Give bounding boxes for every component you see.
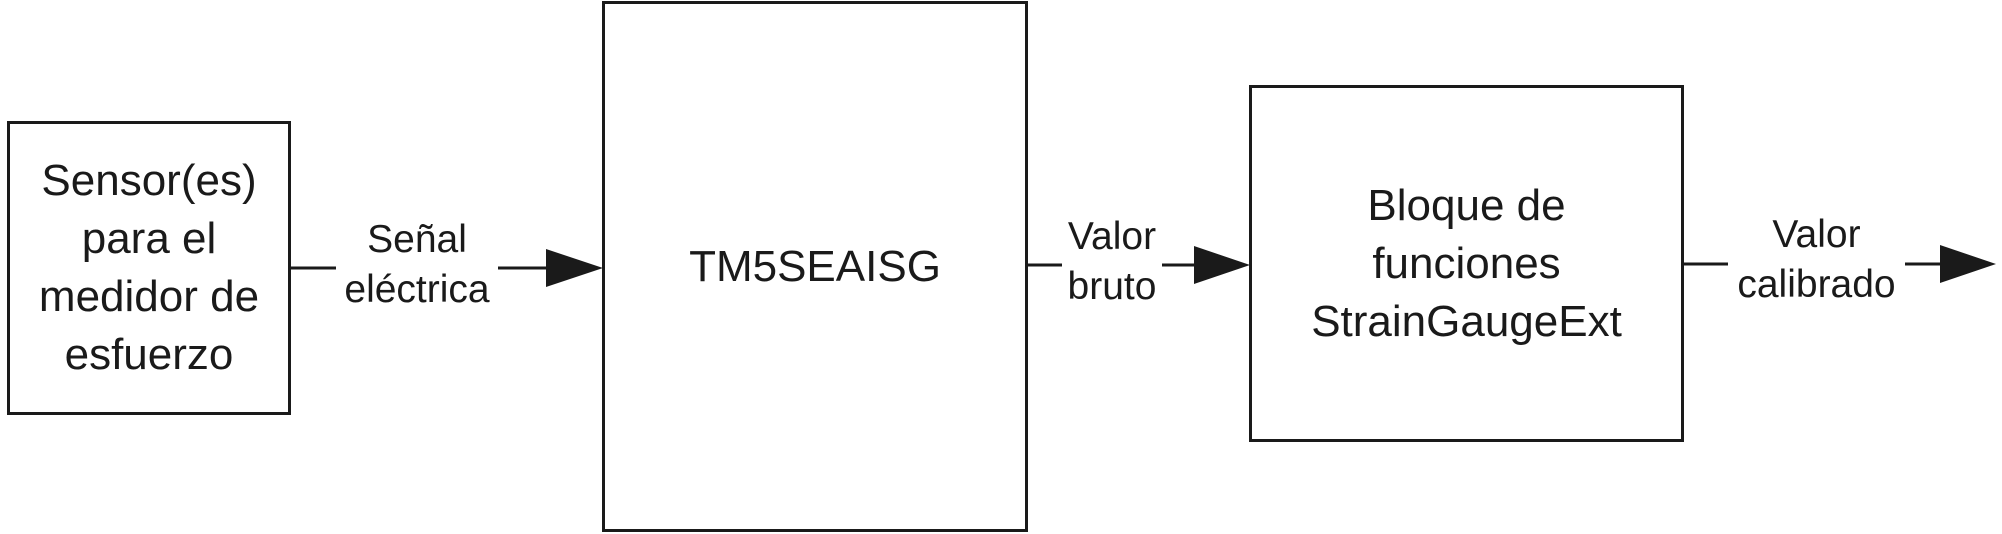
- arrowhead-electrical-signal: [546, 249, 603, 287]
- calibrated-value-label-line-1: Valor: [1772, 213, 1861, 256]
- sensor-block-line-3: medidor de: [38, 272, 260, 321]
- raw-value-label-line-1: Valor: [1067, 215, 1157, 258]
- electrical-signal-label: Señal eléctrica: [336, 215, 498, 315]
- sensor-block-line-4: esfuerzo: [64, 330, 234, 379]
- function-block-line-3: StrainGaugeExt: [1311, 296, 1622, 346]
- module-block-label: TM5SEAISG: [689, 241, 941, 291]
- arrowhead-calibrated-value: [1940, 245, 1996, 283]
- arrowhead-raw-value: [1194, 246, 1250, 284]
- sensor-block-line-1: Sensor(es): [41, 156, 257, 205]
- function-block-line-2: funciones: [1372, 238, 1561, 288]
- function-block: Bloque de funciones StrainGaugeExt: [1249, 85, 1684, 442]
- sensor-block: Sensor(es) para el medidor de esfuerzo: [7, 121, 291, 415]
- sensor-block-line-2: para el: [81, 214, 217, 263]
- calibrated-value-label: Valor calibrado: [1728, 210, 1905, 310]
- electrical-signal-label-line-2: eléctrica: [344, 268, 490, 311]
- raw-value-label: Valor bruto: [1062, 212, 1162, 312]
- tm5seaisg-module-block: TM5SEAISG: [602, 1, 1028, 532]
- calibrated-value-label-line-2: calibrado: [1737, 263, 1896, 306]
- function-block-line-1: Bloque de: [1367, 180, 1566, 230]
- raw-value-label-line-2: bruto: [1067, 265, 1157, 308]
- electrical-signal-label-line-1: Señal: [367, 218, 467, 261]
